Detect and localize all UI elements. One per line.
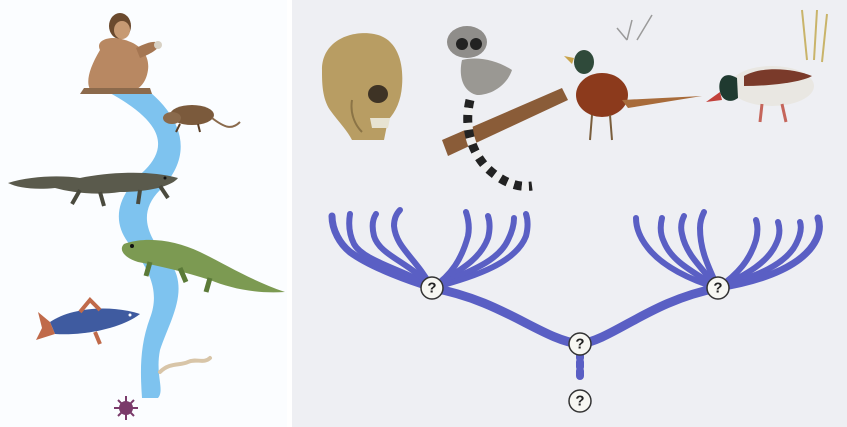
phylogeny-diagram: ? ? ? ?: [292, 0, 847, 427]
pheasant-icon: [564, 15, 702, 140]
microbe-icon: [114, 396, 138, 420]
phylogeny-panel: ? ? ? ?: [292, 0, 847, 427]
ape-ancestor-icon: [80, 13, 162, 94]
evolution-ladder-panel: [0, 0, 287, 427]
evolution-ladder: [0, 0, 287, 427]
amphibian-icon: [122, 240, 285, 293]
node-left-group: ?: [421, 277, 443, 299]
node-root: ?: [569, 390, 591, 412]
lemur-icon: [442, 26, 568, 186]
node-right-group: ?: [707, 277, 729, 299]
fish-icon: [36, 300, 140, 344]
node-root-label: ?: [575, 393, 584, 410]
shelduck-icon: [706, 10, 827, 122]
node-right-group-label: ?: [713, 280, 722, 297]
node-common-ancestor-label: ?: [575, 336, 584, 353]
worm-icon: [160, 358, 210, 372]
node-common-ancestor: ?: [569, 333, 591, 355]
node-left-group-label: ?: [427, 280, 436, 297]
skull-icon: [322, 33, 402, 140]
